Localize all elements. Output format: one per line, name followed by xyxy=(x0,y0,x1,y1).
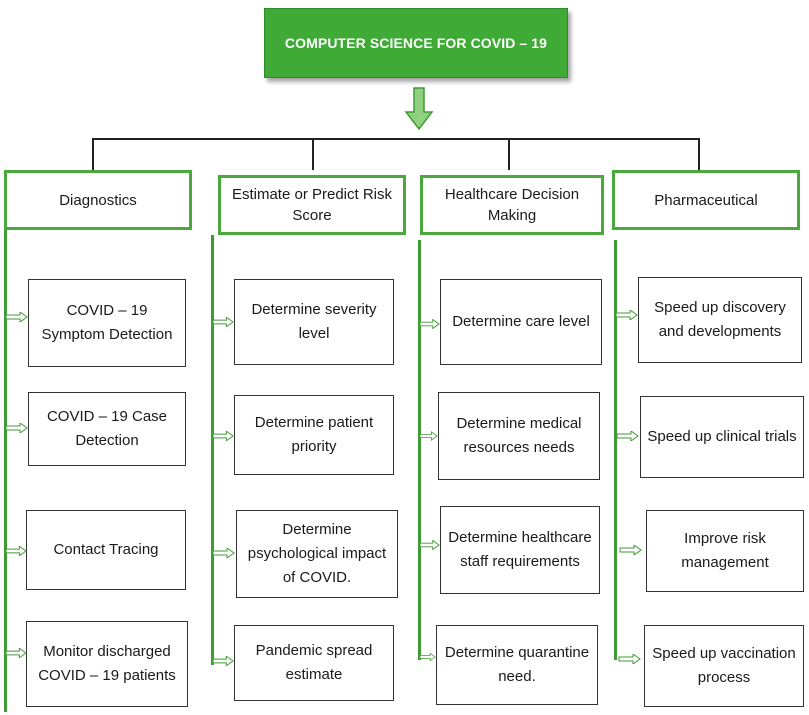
spine-diagnostics xyxy=(4,230,7,712)
connector-arrow-icon xyxy=(420,431,438,441)
connector-arrow-icon xyxy=(6,546,27,556)
category-label: Diagnostics xyxy=(59,191,137,209)
item-box: Speed up vaccination process xyxy=(644,625,804,707)
connector-arrow-icon xyxy=(6,423,28,433)
category-decision-making: Healthcare Decision Making xyxy=(420,175,604,235)
item-label: Determine psychological impact of COVID. xyxy=(247,521,387,586)
item-label: Speed up vaccination process xyxy=(652,645,796,686)
connector-arrow-icon xyxy=(213,656,234,666)
connector-arrow-icon xyxy=(616,310,638,320)
connector-arrow-icon xyxy=(6,648,27,658)
connector-arrow-icon xyxy=(619,545,642,555)
item-box: COVID – 19 Symptom Detection xyxy=(28,279,186,367)
branch-bar xyxy=(92,138,700,140)
category-risk-score: Estimate or Predict Risk Score xyxy=(218,175,406,235)
item-box: Determine healthcare staff requirements xyxy=(440,506,600,594)
item-label: Determine medical resources needs xyxy=(456,415,582,456)
item-box: Pandemic spread estimate xyxy=(234,625,394,701)
item-box: Determine medical resources needs xyxy=(438,392,600,480)
item-label: Pandemic spread estimate xyxy=(255,642,373,683)
item-label: Determine care level xyxy=(452,313,590,330)
category-pharmaceutical: Pharmaceutical xyxy=(612,170,800,230)
item-box: Determine psychological impact of COVID. xyxy=(236,510,398,598)
item-box: Determine patient priority xyxy=(234,395,394,475)
connector-arrow-icon xyxy=(618,654,641,664)
branch-drop-1 xyxy=(92,138,94,170)
item-label: Determine severity level xyxy=(251,301,377,342)
item-box: Determine severity level xyxy=(234,279,394,365)
item-label: Determine healthcare staff requirements xyxy=(448,529,592,570)
down-arrow-icon xyxy=(404,87,434,131)
category-diagnostics: Diagnostics xyxy=(4,170,192,230)
item-box: COVID – 19 Case Detection xyxy=(28,392,186,466)
item-box: Speed up clinical trials xyxy=(640,396,804,478)
spine-decision-making xyxy=(418,240,421,660)
connector-arrow-icon xyxy=(213,431,234,441)
category-label: Estimate or Predict Risk Score xyxy=(231,186,393,224)
spine-risk-score xyxy=(211,235,214,665)
connector-arrow-icon xyxy=(420,540,440,550)
item-label: Determine patient priority xyxy=(254,414,374,455)
item-label: Improve risk management xyxy=(681,530,769,571)
branch-drop-3 xyxy=(508,138,510,170)
category-label: Pharmaceutical xyxy=(654,191,758,209)
item-box: Contact Tracing xyxy=(26,510,186,590)
item-box: Determine care level xyxy=(440,279,602,365)
category-label: Healthcare Decision Making xyxy=(444,186,580,224)
diagram-title: COMPUTER SCIENCE FOR COVID – 19 xyxy=(264,8,568,78)
item-label: Speed up clinical trials xyxy=(647,428,797,445)
connector-arrow-icon xyxy=(213,548,235,558)
spine-pharmaceutical xyxy=(614,240,617,660)
item-label: Contact Tracing xyxy=(53,541,159,558)
item-label: Determine quarantine need. xyxy=(444,644,590,685)
branch-drop-4 xyxy=(698,138,700,170)
item-label: Monitor discharged COVID – 19 patients xyxy=(38,643,176,684)
branch-drop-2 xyxy=(312,138,314,170)
item-box: Determine quarantine need. xyxy=(436,625,598,705)
connector-arrow-icon xyxy=(213,317,234,327)
item-box: Speed up discovery and developments xyxy=(638,277,802,363)
connector-arrow-icon xyxy=(616,431,639,441)
item-box: Monitor discharged COVID – 19 patients xyxy=(26,621,188,707)
connector-arrow-icon xyxy=(420,319,440,329)
item-label: Speed up discovery and developments xyxy=(654,299,786,340)
item-label: COVID – 19 Symptom Detection xyxy=(41,302,173,343)
connector-arrow-icon xyxy=(420,652,436,662)
connector-arrow-icon xyxy=(6,312,28,322)
item-box: Improve risk management xyxy=(646,510,804,592)
item-label: COVID – 19 Case Detection xyxy=(46,408,168,449)
